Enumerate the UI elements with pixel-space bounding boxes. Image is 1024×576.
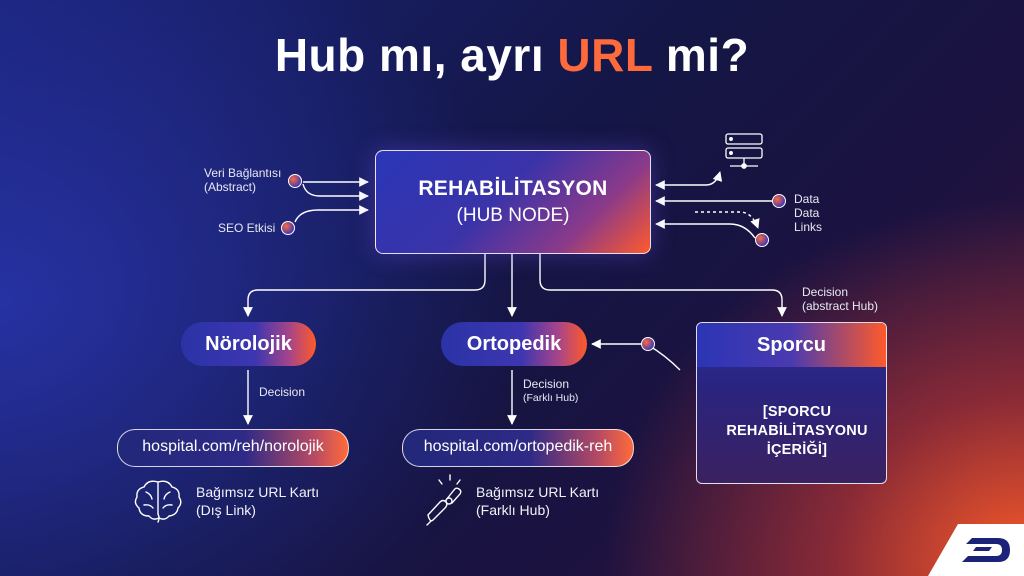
data-node <box>772 194 786 208</box>
title-part2: mi? <box>652 29 750 81</box>
norolojik-card-sub: (Dış Link) <box>196 502 256 518</box>
server-icon <box>725 133 763 169</box>
hub-subtitle: (HUB NODE) <box>456 205 570 226</box>
ortopedik-decision-sub: (Farklı Hub) <box>523 392 579 404</box>
data-label-1: Data <box>794 192 820 206</box>
ortopedik-card-sub: (Farklı Hub) <box>476 502 550 518</box>
sporcu-content-2: REHABİLİTASYONU <box>726 423 868 439</box>
sporcu-node: Sporcu [SPORCU REHABİLİTASYONU İÇERİĞİ] <box>696 322 887 484</box>
veri-label-line1: Veri Bağlantısı <box>204 166 282 180</box>
sporcu-link-node <box>641 337 655 351</box>
norolojik-url[interactable]: hospital.com/reh/norolojik <box>117 429 349 467</box>
sporcu-decision: Decision <box>802 285 849 299</box>
seo-arrow <box>294 205 369 223</box>
data-labels: Data Data Links <box>794 192 822 234</box>
norolojik-node: Nörolojik <box>181 322 316 366</box>
server-arrow-up <box>705 171 723 186</box>
links-arrow <box>655 219 756 239</box>
veri-label-line2: (Abstract) <box>204 180 257 194</box>
title-part1: Hub mı, ayrı <box>274 29 558 81</box>
sporcu-content-1: [SPORCU <box>762 404 832 420</box>
norolojik-card-title: Bağımsız URL Kartı <box>196 484 320 500</box>
sporcu-decision-label: Decision (abstract Hub) <box>802 285 878 313</box>
sporcu-content-3: İÇERİĞİ] <box>766 442 828 458</box>
data-label-2: Data <box>794 206 820 220</box>
veri-arrow-2 <box>302 183 369 201</box>
ortopedik-card: Bağımsız URL Kartı (Farklı Hub) <box>476 483 599 519</box>
links-dashed <box>695 211 760 229</box>
data-label-3: Links <box>794 220 823 234</box>
title-accent: URL <box>557 29 653 81</box>
ortopedik-url[interactable]: hospital.com/ortopedik-reh <box>402 429 634 467</box>
ortopedik-node: Ortopedik <box>441 322 587 366</box>
joint-icon <box>426 474 462 526</box>
hub-title: REHABİLİTASYON <box>418 177 608 200</box>
norolojik-decision: Decision <box>259 385 306 399</box>
brand-logo <box>928 524 1024 576</box>
hub-to-sporcu <box>539 254 787 317</box>
veri-node <box>288 174 302 188</box>
hub-node: REHABİLİTASYON (HUB NODE) <box>375 150 651 254</box>
sporcu-title: Sporcu <box>697 323 886 367</box>
ortopedik-card-title: Bağımsız URL Kartı <box>476 484 600 500</box>
ortopedik-decision: Decision <box>523 377 570 391</box>
links-node <box>755 233 769 247</box>
ortopedik-decision-label: Decision (Farklı Hub) <box>523 377 578 405</box>
veri-label: Veri Bağlantısı (Abstract) <box>204 166 281 194</box>
sporcu-decision-sub: (abstract Hub) <box>802 299 879 313</box>
seo-label: SEO Etkisi <box>218 221 276 235</box>
norolojik-card: Bağımsız URL Kartı (Dış Link) <box>196 483 319 519</box>
seo-node <box>281 221 295 235</box>
hub-to-norolojik <box>243 254 486 317</box>
page-title: Hub mı, ayrı URL mi? <box>0 28 1024 82</box>
sporcu-content: [SPORCU REHABİLİTASYONU İÇERİĞİ] <box>717 403 877 460</box>
brain-icon <box>134 480 182 523</box>
